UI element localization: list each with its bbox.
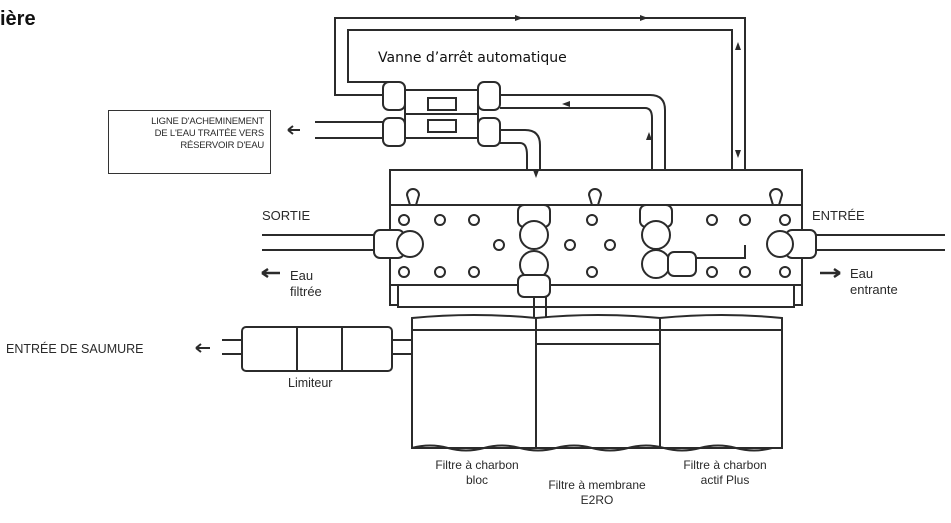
manifold-screws bbox=[398, 214, 791, 278]
valve-fitting-br bbox=[477, 117, 501, 147]
top-loop-tube bbox=[334, 17, 746, 245]
valve-to-left-fitting-tube-inner bbox=[500, 142, 528, 205]
page-title-fragment: ière bbox=[0, 8, 36, 30]
valve-fitting-bl bbox=[382, 117, 406, 147]
treated-line-1: LIGNE D'ACHEMINEMENT bbox=[151, 116, 264, 127]
filter-1-label: Filtre à charbon bloc bbox=[416, 458, 538, 488]
filter-2-label: Filtre à membrane E2RO bbox=[536, 478, 658, 508]
inlet-label: ENTRÉE bbox=[812, 208, 865, 223]
filter-1-line-1: Filtre à charbon bbox=[435, 458, 519, 472]
valve-to-left-fitting-tube bbox=[500, 129, 541, 205]
filter-3-line-2: actif Plus bbox=[700, 473, 750, 487]
top-loop-tube-inner bbox=[347, 29, 733, 250]
filter-2-line-2: E2RO bbox=[580, 493, 614, 507]
valve-fitting-tr bbox=[477, 81, 501, 111]
incoming-water-label: Eau entrante bbox=[850, 266, 898, 298]
left-fitting-bottom bbox=[517, 274, 551, 298]
brine-inlet-label: ENTRÉE DE SAUMURE bbox=[6, 342, 144, 356]
valve-label: Vanne d’arrêt automatique bbox=[378, 50, 567, 66]
restrictor-body bbox=[241, 326, 393, 372]
right-fitting-elbow bbox=[667, 251, 697, 277]
filter-1-line-2: bloc bbox=[465, 473, 488, 487]
incoming-water-line-2: entrante bbox=[850, 282, 898, 297]
manifold-lower bbox=[397, 284, 795, 308]
valve-fitting-tl bbox=[382, 81, 406, 111]
filter-2-line-1: Filtre à membrane bbox=[548, 478, 646, 492]
flow-arrows bbox=[515, 15, 741, 178]
outlet-label: SORTIE bbox=[262, 208, 311, 223]
treated-line-2: DE L'EAU TRAITÉE VERS bbox=[154, 128, 265, 139]
restrictor-label: Limiteur bbox=[288, 376, 333, 390]
filter-3-label: Filtre à charbon actif Plus bbox=[664, 458, 786, 488]
valve-to-right-fitting-tube bbox=[500, 94, 666, 205]
filtered-water-line-2: filtrée bbox=[290, 284, 322, 299]
filter-3-line-1: Filtre à charbon bbox=[683, 458, 767, 472]
treated-line-3: RÉSERVOIR D'EAU bbox=[180, 140, 264, 151]
filter-2 bbox=[535, 314, 661, 449]
filter-1 bbox=[411, 314, 537, 449]
valve-to-right-fitting-tube-inner bbox=[500, 107, 653, 205]
treated-water-line-label: LIGNE D'ACHEMINEMENT DE L'EAU TRAITÉE VE… bbox=[108, 110, 271, 174]
incoming-water-line-1: Eau bbox=[850, 266, 874, 281]
filter-3 bbox=[659, 314, 783, 449]
filtered-water-line-1: Eau bbox=[290, 268, 314, 283]
filtered-water-label: Eau filtrée bbox=[290, 268, 322, 300]
